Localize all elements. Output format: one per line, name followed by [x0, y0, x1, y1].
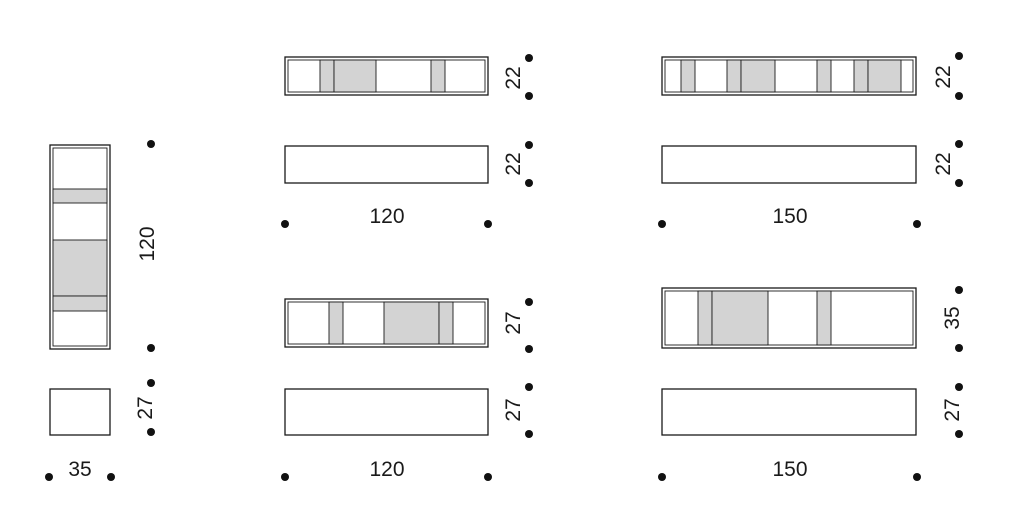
- dimension-dot: [955, 286, 963, 294]
- dimension-dot: [658, 473, 666, 481]
- dimension-dot: [525, 298, 533, 306]
- shelf-frame: [284, 56, 489, 96]
- dimension-dot: [955, 140, 963, 148]
- dimension-dot: [955, 383, 963, 391]
- depth-label: 22: [502, 66, 525, 89]
- shelf-panel: [680, 59, 696, 93]
- width-label: 150: [772, 205, 807, 228]
- shelf-inner: [287, 59, 486, 93]
- shelf-120x27-open: [284, 298, 489, 348]
- depth-label: 27: [502, 311, 525, 334]
- plain-unit-120x27: [284, 388, 489, 436]
- dimension-dot: [107, 473, 115, 481]
- shelf-panel: [740, 59, 776, 93]
- dimension-dot: [525, 430, 533, 438]
- dimension-dot: [147, 379, 155, 387]
- dimension-dot: [525, 92, 533, 100]
- shelf-panel: [319, 59, 335, 93]
- shelf-inner: [664, 290, 914, 346]
- shelf-panel: [867, 59, 902, 93]
- shelf-panel: [816, 290, 832, 346]
- shelf-panel: [816, 59, 832, 93]
- shelf-150x35-open: [661, 287, 917, 349]
- shelf-panel: [383, 301, 440, 345]
- depth-label: 27: [502, 398, 525, 421]
- dimension-dot: [955, 92, 963, 100]
- shelf-panel: [697, 290, 713, 346]
- plain-unit-120x22: [284, 145, 489, 184]
- cube-height-label: 27: [134, 396, 157, 419]
- width-label: 120: [369, 205, 404, 228]
- width-label: 150: [772, 458, 807, 481]
- cube-unit-35x27: [49, 388, 111, 436]
- dimension-dot: [484, 473, 492, 481]
- dimension-dot: [913, 473, 921, 481]
- dimension-dot: [525, 141, 533, 149]
- shelf-inner: [664, 59, 914, 93]
- dimension-dot: [147, 344, 155, 352]
- dimension-dot: [525, 179, 533, 187]
- shelf-panel: [726, 59, 742, 93]
- height-label-col1: 120: [136, 226, 159, 261]
- shelf-panel: [711, 290, 769, 346]
- depth-label: 27: [941, 398, 964, 421]
- depth-label: 22: [932, 152, 955, 175]
- dimension-dot: [147, 428, 155, 436]
- dimension-dot: [955, 344, 963, 352]
- tall-unit-panel-upper: [52, 188, 108, 204]
- dimension-dot: [658, 220, 666, 228]
- dimension-dot: [913, 220, 921, 228]
- dimension-dot: [147, 140, 155, 148]
- dimension-dot: [45, 473, 53, 481]
- tall-unit-panel-middle: [52, 239, 108, 297]
- shelf-panel: [328, 301, 344, 345]
- depth-label: 35: [941, 306, 964, 329]
- dimension-dot: [955, 52, 963, 60]
- shelf-panel: [438, 301, 454, 345]
- dimension-dot: [525, 345, 533, 353]
- dimension-dot: [525, 54, 533, 62]
- dimension-dot: [955, 179, 963, 187]
- dimension-dot: [281, 220, 289, 228]
- dimension-dot: [525, 383, 533, 391]
- width-label: 120: [369, 458, 404, 481]
- dimension-dot: [484, 220, 492, 228]
- tall-unit-panel-lower: [52, 295, 108, 312]
- plain-unit-150x27: [661, 388, 917, 436]
- shelf-panel: [333, 59, 377, 93]
- shelf-120x22-open: [284, 56, 489, 96]
- depth-label: 22: [502, 152, 525, 175]
- depth-label: 22: [932, 65, 955, 88]
- shelf-panel: [853, 59, 869, 93]
- shelf-panel: [430, 59, 446, 93]
- shelf-150x22-open: [661, 56, 917, 96]
- dimension-dot: [281, 473, 289, 481]
- plain-unit-150x22: [661, 145, 917, 184]
- width-label-col1: 35: [68, 458, 91, 481]
- tall-unit-35x120: [49, 144, 111, 350]
- dimension-dot: [955, 430, 963, 438]
